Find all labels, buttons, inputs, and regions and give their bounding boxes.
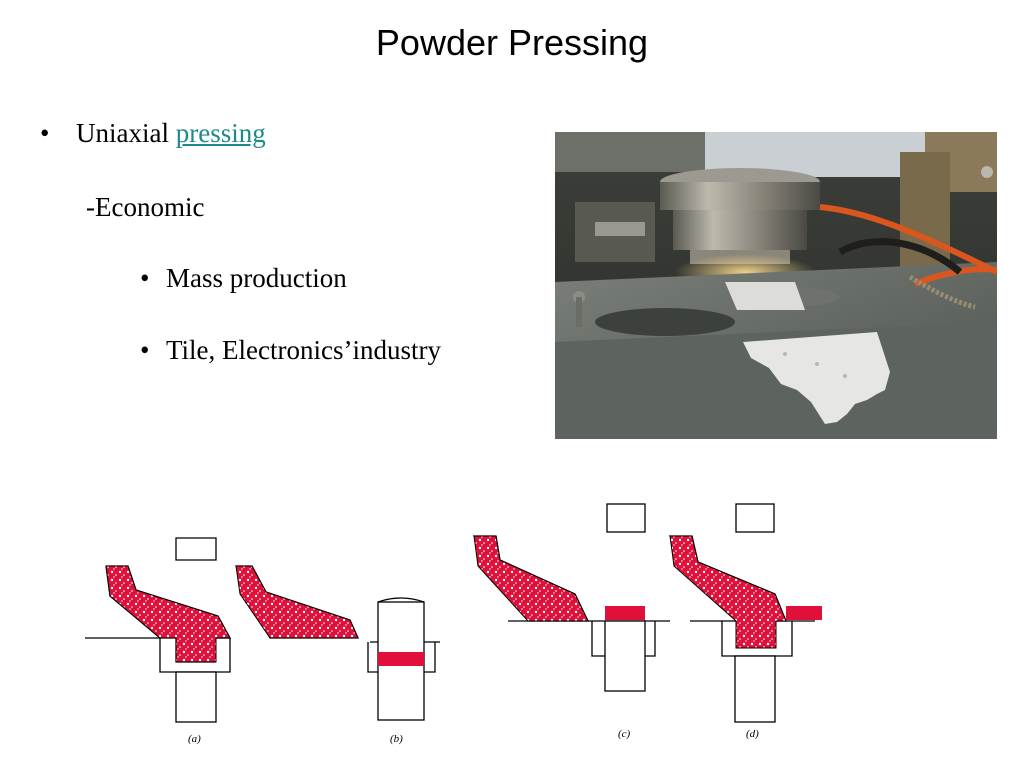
bullet-dot: • (40, 118, 50, 148)
powder-a (105, 565, 231, 663)
powder-b (235, 565, 359, 639)
pressing-machine-photo (555, 132, 997, 439)
bullet-text: Uniaxial (76, 118, 176, 148)
compact-b (378, 652, 424, 666)
bullet-text: Tile, Electronics’industry (166, 335, 441, 365)
caption-d: (d) (746, 728, 759, 740)
caption-b: (b) (390, 733, 403, 745)
bullet-dot: • (140, 335, 150, 365)
bullet-tile-electronics: • Tile, Electronics’industry (140, 335, 441, 366)
slide-title: Powder Pressing (375, 22, 649, 63)
caption-a: (a) (188, 733, 201, 745)
caption-c: (c) (618, 728, 631, 740)
uniaxial-pressing-diagram: (a) (b) (c) (d) (85, 503, 822, 745)
step-b (234, 565, 440, 721)
pressing-link[interactable]: pressing (175, 118, 266, 148)
bullet-uniaxial: • Uniaxial pressing (40, 118, 266, 149)
bullet-mass-production: • Mass production (140, 263, 347, 294)
powder-c (473, 535, 589, 622)
compact-d (786, 606, 822, 620)
bullet-dot: • (140, 263, 150, 293)
step-d (668, 503, 815, 723)
bullet-economic: -Economic (86, 192, 205, 222)
bullet-text: Mass production (166, 263, 347, 293)
compact-c (605, 606, 645, 620)
powder-d (669, 535, 787, 649)
step-c (472, 503, 670, 692)
